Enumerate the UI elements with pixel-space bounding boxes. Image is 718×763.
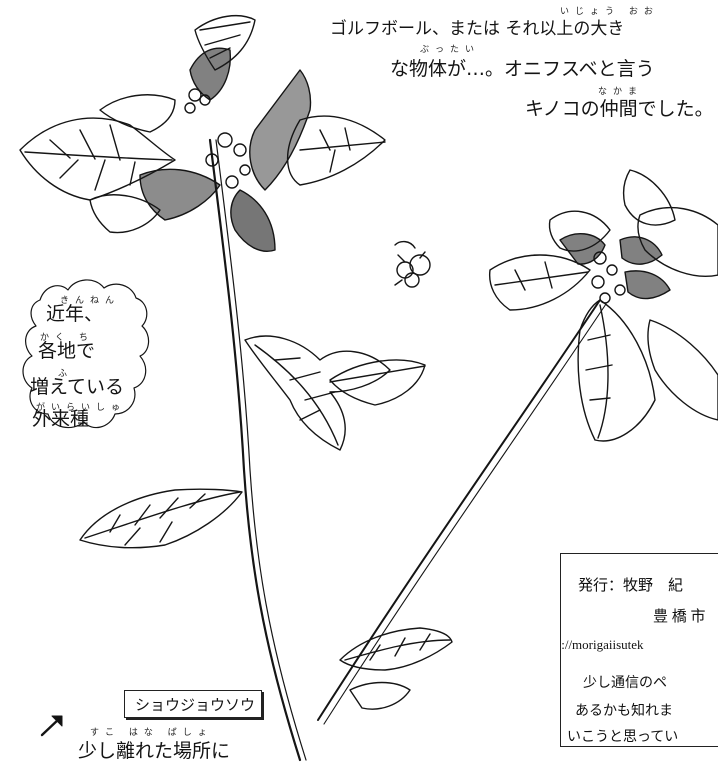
publisher-box: 発行：牧野 紀 豊 橋 市 http://morigaiisutek 少し通信の… bbox=[560, 553, 718, 747]
publisher-line-2: 豊 橋 市 bbox=[653, 609, 706, 625]
bottom-note-ruby: すこ はな ばしょ bbox=[90, 728, 213, 738]
leaf-lower-left bbox=[79, 488, 243, 549]
caption-line-3: キノコの仲間でした。 bbox=[525, 98, 714, 120]
bubble-ruby-2: かく ち bbox=[40, 333, 94, 343]
caption-ruby-3: なかま bbox=[598, 87, 644, 97]
bubble-line-3: 増えている bbox=[30, 376, 125, 398]
bubble-line-1: 近年、 bbox=[46, 303, 104, 325]
publisher-url[interactable]: http://morigaiisutek bbox=[561, 637, 644, 652]
flower-detail-sketch bbox=[394, 240, 431, 288]
plant-label-box: ショウジョウソウ bbox=[124, 690, 262, 718]
second-stem bbox=[317, 299, 601, 721]
leaf-cluster-top-left bbox=[19, 15, 386, 252]
publisher-note-1: 少し通信のペ bbox=[583, 676, 667, 691]
plant-label: ショウジョウソウ bbox=[135, 696, 256, 714]
bottom-note: 少し離れた場所に bbox=[78, 740, 231, 762]
leaf-lower-right bbox=[339, 627, 453, 710]
publisher-note-2: あるかも知れま bbox=[575, 704, 673, 719]
leaf-cluster-right bbox=[488, 169, 718, 442]
main-stem bbox=[208, 138, 302, 762]
caption-ruby-2: ぶったい bbox=[420, 45, 481, 55]
publisher-line-1: 発行：牧野 紀 bbox=[578, 578, 684, 594]
caption-line-2: な物体が…。オニフスベと言う bbox=[390, 58, 655, 80]
caption-line-1: ゴルフボール、または それ以上の大き bbox=[330, 19, 625, 39]
speech-bubble-outline bbox=[22, 279, 150, 429]
bubble-line-4: 外来種 bbox=[32, 408, 90, 430]
leaf-pair-middle bbox=[244, 335, 426, 451]
caption-ruby-1: いじょう おお bbox=[560, 7, 659, 17]
bubble-ruby-3: ふ bbox=[58, 369, 74, 379]
bubble-ruby-1: きんねん bbox=[60, 296, 121, 306]
bubble-line-2: 各地で bbox=[38, 340, 96, 362]
bubble-ruby-4: がいらいしゅ bbox=[36, 403, 127, 413]
publisher-note-3: いこうと思ってい bbox=[567, 730, 679, 745]
